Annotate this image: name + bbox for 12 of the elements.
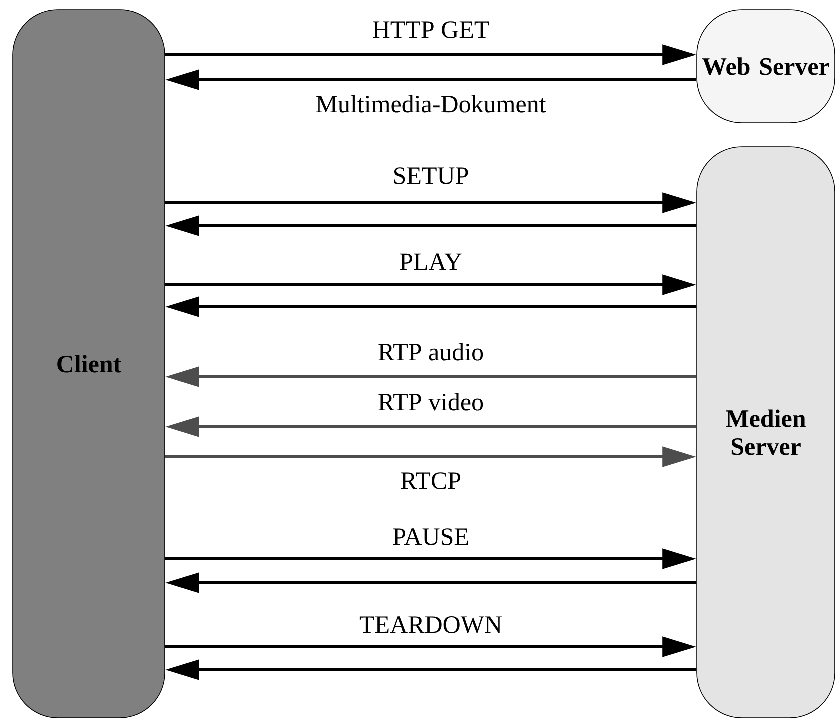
edge-label: TEARDOWN xyxy=(358,616,504,634)
edge-label: PLAY xyxy=(398,252,464,272)
edge-label: SETUP xyxy=(392,166,470,186)
edge-label: RTP video xyxy=(376,392,486,412)
server-box: Client xyxy=(12,10,166,718)
edge-label: Multimedia-Dokument xyxy=(314,94,548,114)
server-box: Medien Server xyxy=(696,146,836,718)
edge-label: RTP audio xyxy=(376,342,486,362)
server-box: Web Server xyxy=(696,10,836,124)
edge-label: PAUSE xyxy=(392,528,470,546)
edge-label: RTCP xyxy=(400,472,463,490)
edge-label: HTTP GET xyxy=(371,20,491,40)
